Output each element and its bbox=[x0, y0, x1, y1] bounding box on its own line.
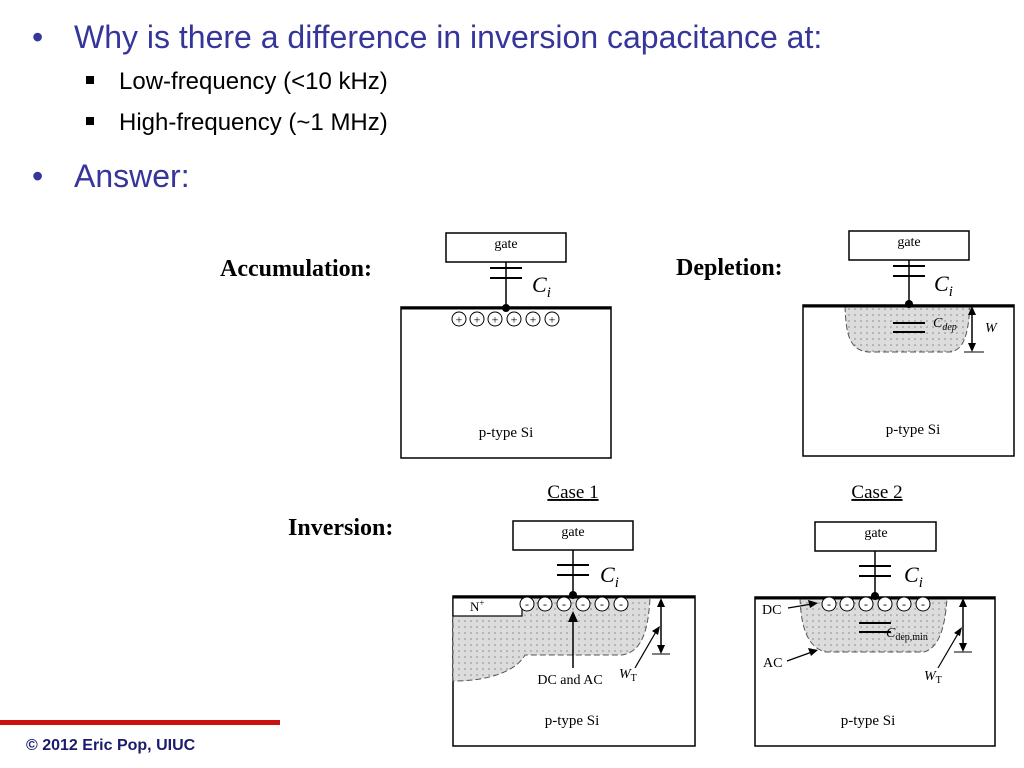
gate-box bbox=[848, 230, 970, 261]
gate-box bbox=[814, 521, 937, 552]
svg-text:-: - bbox=[883, 597, 887, 611]
oxide-capacitance-label: Ci bbox=[904, 562, 923, 591]
contact-node bbox=[905, 300, 913, 308]
svg-text:-: - bbox=[827, 597, 831, 611]
hole-charges: + + + + + + bbox=[451, 311, 560, 327]
svg-text:+: + bbox=[530, 313, 537, 327]
width-pointer bbox=[937, 631, 960, 669]
substrate-label: p-type Si bbox=[886, 422, 941, 438]
width-arrowhead-top bbox=[959, 598, 967, 607]
bullet-dot: • bbox=[32, 19, 44, 55]
dc-ac-arrowhead bbox=[568, 611, 578, 622]
svg-text:+: + bbox=[492, 313, 499, 327]
depletion-region bbox=[799, 597, 948, 653]
width-arrowhead-bottom bbox=[959, 643, 967, 652]
width-pointer-head bbox=[954, 627, 962, 636]
width-label: W bbox=[985, 321, 998, 336]
substrate-label: p-type Si bbox=[545, 713, 600, 729]
ac-label: AC bbox=[763, 656, 782, 671]
inversion-case2-diagram: Case 2 gate Ci - - - - - - Cdep,min DC bbox=[754, 482, 996, 747]
oxide-capacitance-label: Ci bbox=[600, 562, 619, 591]
gate-label: gate bbox=[494, 237, 517, 252]
footer-accent-bar bbox=[0, 720, 280, 725]
svg-text:-: - bbox=[845, 597, 849, 611]
svg-text:-: - bbox=[600, 597, 604, 611]
answer-text: Answer: bbox=[74, 158, 190, 194]
width-label: WT bbox=[924, 669, 942, 686]
svg-text:-: - bbox=[619, 597, 623, 611]
oxide-capacitance-label: Ci bbox=[532, 272, 551, 301]
ac-arrowhead bbox=[808, 648, 818, 656]
depletion-capacitance-label: Cdep bbox=[933, 316, 957, 333]
footer-copyright: © 2012 Eric Pop, UIUC bbox=[26, 737, 196, 754]
depletion-diagram: Depletion: gate Ci Cdep W p-type Si bbox=[676, 230, 1015, 457]
depletion-region bbox=[844, 305, 971, 353]
n-plus-region bbox=[452, 596, 523, 617]
sub-item-high-frequency: High-frequency (~1 MHz) bbox=[86, 109, 388, 137]
bullet-answer: • Answer: bbox=[32, 158, 190, 195]
svg-text:+: + bbox=[474, 313, 481, 327]
sub-item-low-frequency: Low-frequency (<10 kHz) bbox=[86, 68, 388, 96]
case2-caption: Case 2 bbox=[851, 482, 902, 503]
electron-charges: - - - - - - bbox=[821, 596, 931, 612]
svg-text:+: + bbox=[456, 313, 463, 327]
n-plus-label: N+ bbox=[470, 598, 484, 614]
gate-label: gate bbox=[897, 235, 920, 250]
dc-arrowhead bbox=[808, 600, 818, 608]
bullet-question: • Why is there a difference in inversion… bbox=[32, 19, 823, 56]
inversion-case1-diagram: Case 1 gate Ci N+ - - - - - - DC and bbox=[452, 482, 696, 747]
case1-caption: Case 1 bbox=[547, 482, 598, 503]
depletion-region bbox=[452, 597, 651, 682]
inversion-title: Inversion: bbox=[288, 515, 393, 541]
depletion-capacitance-label: Cdep,min bbox=[886, 626, 928, 643]
svg-text:+: + bbox=[511, 313, 518, 327]
contact-node bbox=[569, 591, 577, 599]
svg-text:-: - bbox=[562, 597, 566, 611]
accumulation-diagram: Accumulation: gate Ci + + + + + + p-type… bbox=[220, 232, 612, 459]
svg-text:-: - bbox=[921, 597, 925, 611]
substrate-label: p-type Si bbox=[479, 425, 534, 441]
accumulation-title: Accumulation: bbox=[220, 256, 372, 282]
square-bullet bbox=[86, 76, 94, 84]
width-pointer bbox=[634, 629, 658, 669]
oxide-capacitance-label: Ci bbox=[934, 271, 953, 300]
svg-text:-: - bbox=[525, 597, 529, 611]
question-text: Why is there a difference in inversion c… bbox=[74, 19, 823, 55]
gate-label: gate bbox=[864, 526, 887, 541]
bullet-dot: • bbox=[32, 158, 44, 194]
dc-ac-label: DC and AC bbox=[537, 673, 602, 688]
dc-label: DC bbox=[762, 603, 781, 618]
ac-arrow bbox=[786, 651, 813, 662]
svg-text:-: - bbox=[543, 597, 547, 611]
svg-text:+: + bbox=[549, 313, 556, 327]
width-arrowhead-top bbox=[968, 306, 976, 315]
gate-label: gate bbox=[561, 525, 584, 540]
square-bullet bbox=[86, 117, 94, 125]
electron-charges: - - - - - - bbox=[519, 596, 629, 612]
svg-text:-: - bbox=[581, 597, 585, 611]
width-pointer-head bbox=[652, 626, 660, 635]
substrate-label: p-type Si bbox=[841, 713, 896, 729]
width-arrowhead-bottom bbox=[968, 343, 976, 352]
dc-arrow bbox=[787, 603, 813, 609]
width-label: WT bbox=[619, 667, 637, 684]
gate-box bbox=[512, 520, 634, 551]
width-arrowhead-bottom bbox=[657, 645, 665, 654]
contact-node bbox=[502, 304, 510, 312]
width-arrowhead-top bbox=[657, 598, 665, 607]
svg-text:-: - bbox=[902, 597, 906, 611]
svg-text:-: - bbox=[864, 597, 868, 611]
depletion-title: Depletion: bbox=[676, 255, 783, 281]
contact-node bbox=[871, 592, 879, 600]
